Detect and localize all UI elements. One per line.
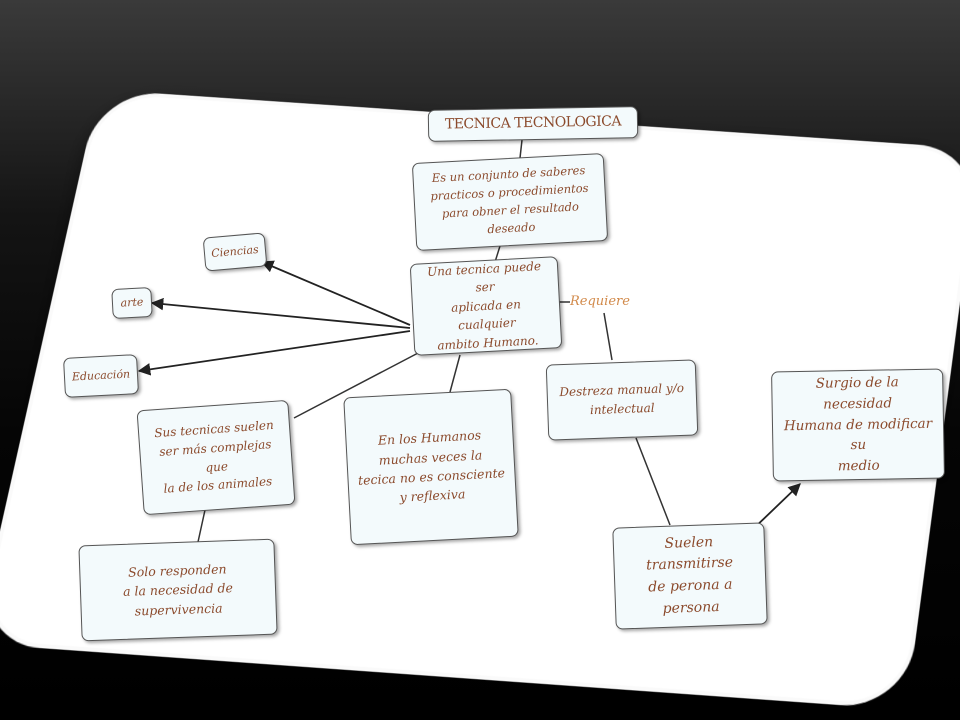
node-ciencias: Ciencias — [202, 232, 268, 272]
node-application: Una tecnica puede ser aplicada en cualqu… — [409, 256, 563, 356]
node-humans: En los Humanos muchas veces la tecica no… — [343, 388, 519, 546]
node-educacion: Educación — [63, 354, 139, 398]
node-transmit: Suelen transmitirse de perona a persona — [612, 522, 768, 630]
node-title: TECNICA TECNOLOGICA — [427, 106, 639, 142]
link-label-requires: Requiere — [570, 294, 630, 309]
node-skill: Destreza manual y/o intelectual — [545, 359, 699, 441]
edge-skill-transmit — [635, 437, 671, 526]
edge-requires-skill — [603, 312, 613, 361]
node-arte: arte — [111, 286, 153, 320]
edge-application-arte — [150, 297, 411, 329]
edge-animals-survival — [197, 509, 206, 543]
edge-application-educacion — [137, 330, 411, 376]
edge-application-humans — [449, 354, 461, 393]
edge-title-definition — [519, 139, 523, 159]
node-animals: Sus tecnicas suelen ser más complejas qu… — [136, 399, 296, 516]
node-survival: Solo responden a la necesidad de supervi… — [78, 538, 278, 642]
node-definition: Es un conjunto de saberes practicos o pr… — [411, 153, 609, 251]
edge-application-animals — [293, 351, 421, 419]
edge-application-ciencias — [260, 260, 411, 326]
node-origin: Surgio de la necesidad Humana de modific… — [771, 368, 945, 482]
